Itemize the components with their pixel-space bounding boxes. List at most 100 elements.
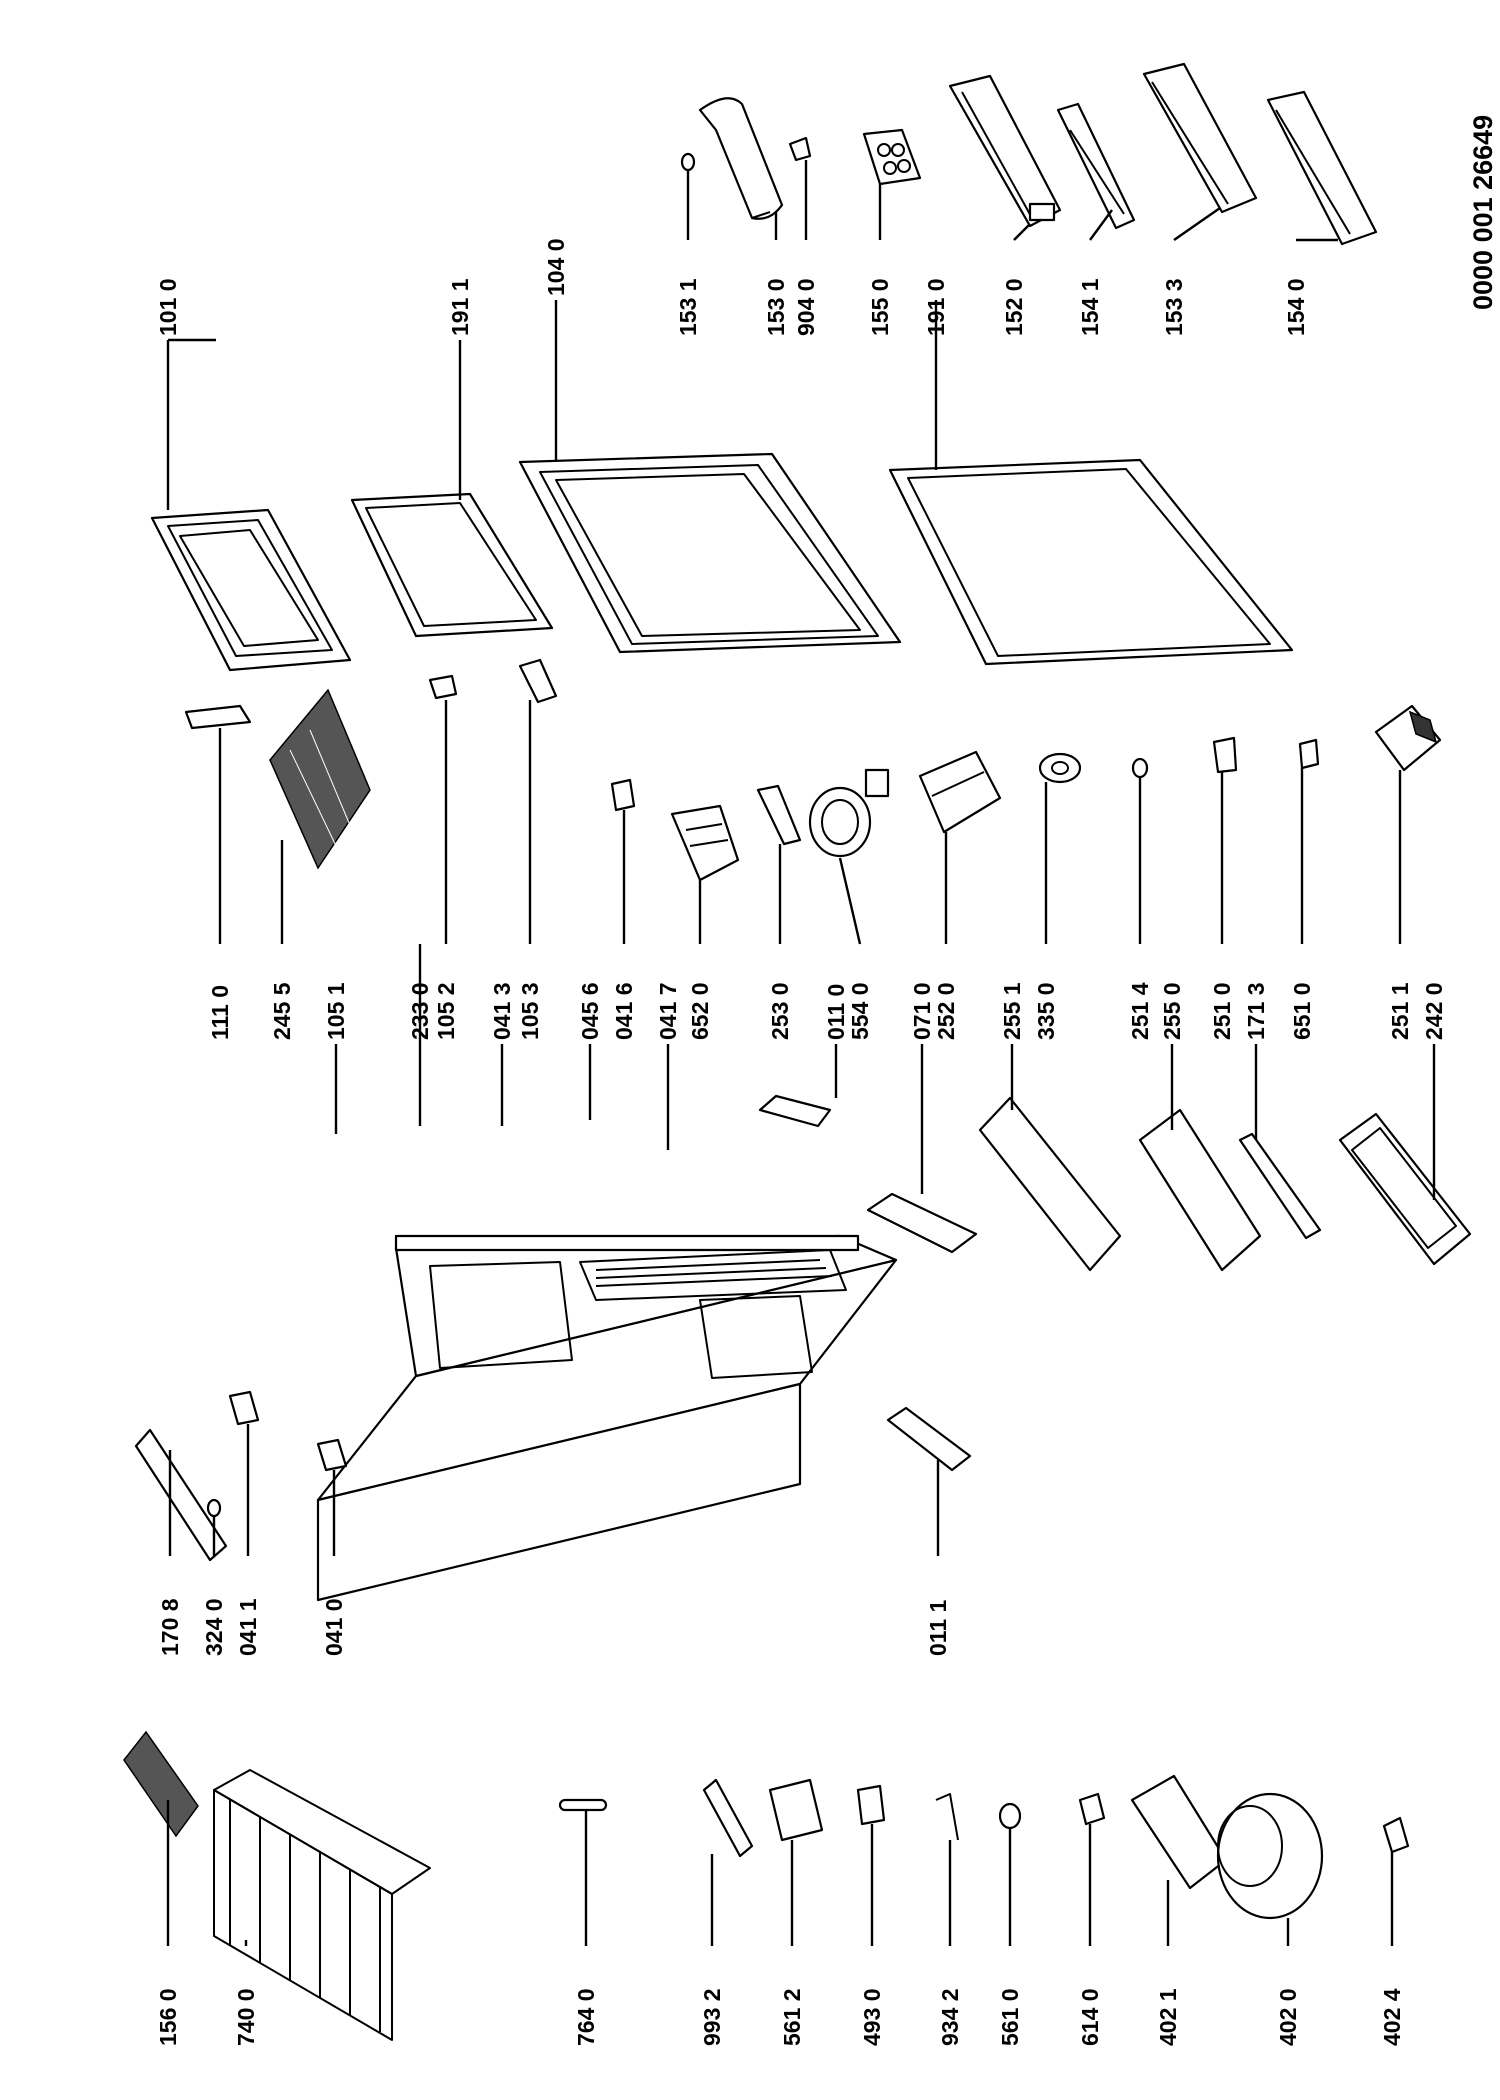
callout-740-0: 740 0	[233, 1988, 259, 2046]
callout-255-0: 255 0	[1159, 982, 1185, 1040]
callout-251-4: 251 4	[1127, 982, 1153, 1040]
part-255-0-crisper-cover	[1138, 1108, 1262, 1272]
part-402-1-compressor-tray	[1130, 1774, 1228, 1890]
part-251-1-light-box	[1374, 704, 1442, 772]
part-251-0-lamp-plate	[1212, 736, 1238, 774]
part-561-2-relay	[768, 1778, 824, 1842]
callout-labels: 101 0 191 1 104 0 153 1 153 0 904 0 155 …	[155, 238, 1447, 2046]
part-153-0-door-shelf	[698, 97, 784, 220]
part-934-2-wire	[935, 1793, 959, 1841]
callout-104-0: 104 0	[543, 238, 569, 296]
part-191-1-freezer-gasket	[350, 492, 554, 638]
part-191-0-fridge-gasket	[888, 458, 1294, 666]
part-153-3-bottle-balcony	[1142, 62, 1258, 214]
part-011-0-hinge-cover-top	[758, 1094, 832, 1128]
callout-255-1: 255 1	[999, 982, 1025, 1040]
part-764-0-filter-drier	[558, 1798, 608, 1812]
part-402-0-compressor	[1216, 1792, 1324, 1920]
callout-105-3: 105 3	[517, 982, 543, 1040]
callout-153-1: 153 1	[675, 278, 701, 336]
callout-041-6: 041 6	[611, 982, 637, 1040]
callout-651-0: 651 0	[1289, 982, 1315, 1040]
part-493-0-capacitor	[856, 1784, 886, 1826]
callout-011-0: 011 0	[823, 984, 849, 1040]
callout-335-0: 335 0	[1033, 982, 1059, 1040]
part-154-0-bottle-shelf	[1266, 90, 1378, 246]
callout-071-0: 071 0	[909, 982, 935, 1040]
part-154-1-shelf-trim	[1056, 102, 1136, 230]
callout-993-2: 993 2	[699, 1988, 725, 2046]
callout-561-2: 561 2	[779, 1988, 805, 2046]
callout-leaders	[166, 160, 1436, 1946]
part-335-0-knob	[1038, 752, 1082, 784]
callout-041-3: 041 3	[489, 982, 515, 1040]
part-156-0-ice-tray	[123, 1730, 199, 1838]
callout-011-1: 011 1	[925, 1600, 951, 1656]
callout-252-0: 252 0	[933, 982, 959, 1040]
callout-251-0: 251 0	[1209, 982, 1235, 1040]
callout-156-0: 156 0	[155, 1988, 181, 2046]
part-652-0-thermostat	[670, 804, 740, 882]
callout-105-1: 105 1	[323, 982, 349, 1040]
callout-233-0: 233 0	[407, 982, 433, 1040]
part-152-0-door-balcony	[948, 74, 1062, 228]
part-155-0-egg-tray	[862, 128, 922, 186]
callout-402-1: 402 1	[1155, 1988, 1181, 2046]
callout-153-3: 153 3	[1161, 278, 1187, 336]
callout-934-2: 934 2	[937, 1988, 963, 2046]
callout-152-0: 152 0	[1001, 278, 1027, 336]
part-251-4-bulb	[1131, 757, 1149, 779]
callout-041-0: 041 0	[321, 1598, 347, 1656]
callout-652-0: 652 0	[687, 982, 713, 1040]
part-904-0-clip	[788, 136, 812, 162]
callout-154-0: 154 0	[1283, 278, 1309, 336]
part-170-8-top-cover	[134, 1428, 228, 1562]
callout-242-0: 242 0	[1421, 982, 1447, 1040]
part-651-0-switch	[1298, 738, 1320, 770]
part-324-0-pin	[206, 1498, 222, 1518]
callout-155-0: 155 0	[867, 278, 893, 336]
callout-153-0: 153 0	[763, 278, 789, 336]
part-740-0-condenser	[213, 1769, 431, 2041]
part-402-4-mount-clip	[1382, 1816, 1410, 1854]
callout-245-5: 245 5	[269, 982, 295, 1040]
part-252-0-lamp-cover	[918, 750, 1002, 834]
callout-191-0: 191 0	[923, 278, 949, 336]
part-cabinet-body	[316, 1234, 898, 1602]
callout-251-1: 251 1	[1387, 982, 1413, 1040]
callout-561-0: 561 0	[997, 1988, 1023, 2046]
callout-041-1: 041 1	[235, 1598, 261, 1656]
callout-402-4: 402 4	[1379, 1988, 1405, 2046]
part-233-0-hinge-small	[428, 674, 458, 700]
part-561-0-overload	[998, 1802, 1022, 1830]
part-153-1-pin	[680, 152, 696, 172]
part-554-0-fan	[808, 768, 890, 858]
callout-191-1: 191 1	[447, 278, 473, 336]
callout-171-3: 171 3	[1243, 982, 1269, 1040]
callout-045-6: 045 6	[577, 982, 603, 1040]
callout-154-1: 154 1	[1077, 278, 1103, 336]
callout-764-0: 764 0	[573, 1988, 599, 2046]
callout-904-0: 904 0	[793, 278, 819, 336]
callout-170-8: 170 8	[157, 1598, 183, 1656]
part-041-6-hinge	[610, 778, 636, 812]
part-255-1-glass-shelf	[978, 1096, 1122, 1272]
callout-554-0: 554 0	[847, 982, 873, 1040]
callout-041-7: 041 7	[655, 982, 681, 1040]
part-993-2-thermostat-probe	[702, 1778, 754, 1858]
callout-101-0: 101 0	[155, 278, 181, 336]
part-242-0-crisper-drawer	[1338, 1112, 1472, 1266]
part-071-0-drip-tray	[866, 1192, 978, 1254]
part-101-0-freezer-door	[150, 508, 352, 672]
part-011-1-hinge-cover-bottom	[886, 1406, 972, 1472]
callout-253-0: 253 0	[767, 982, 793, 1040]
callout-111-0: 111 0	[207, 985, 233, 1040]
part-171-3-trim-strip	[1238, 1132, 1322, 1240]
callout-493-0: 493 0	[859, 1988, 885, 2046]
part-111-0-handle	[184, 704, 252, 730]
callout-324-0: 324 0	[201, 1598, 227, 1656]
part-104-0-fridge-door	[518, 452, 902, 654]
callout-614-0: 614 0	[1077, 1988, 1103, 2046]
